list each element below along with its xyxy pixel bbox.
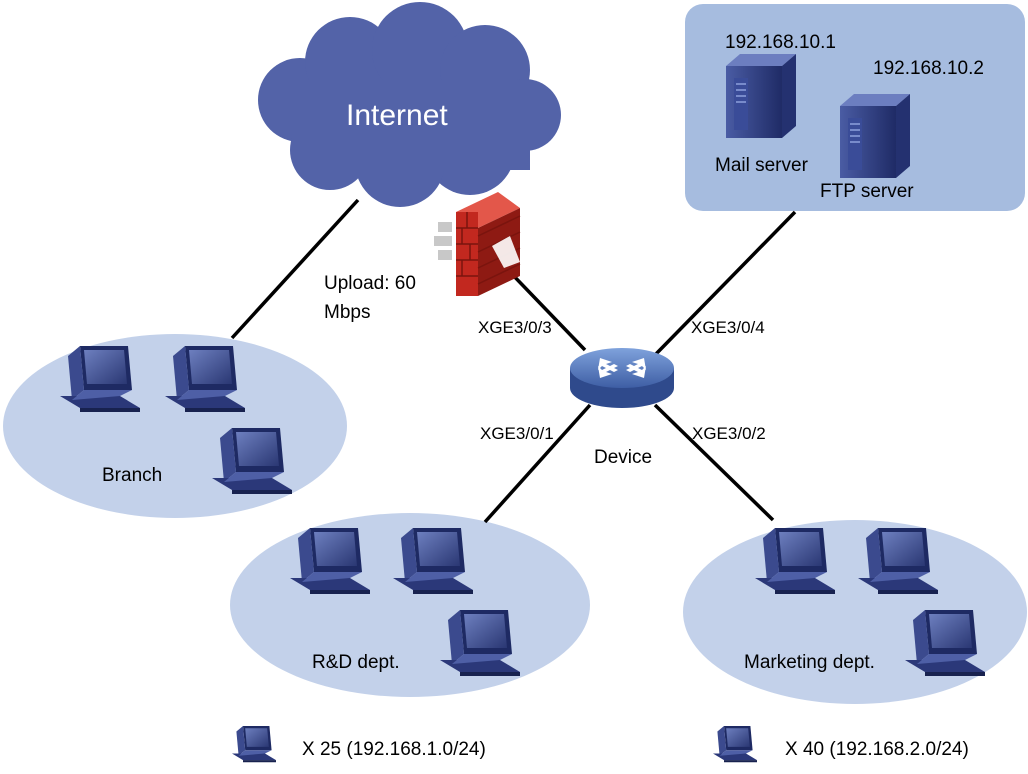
branch-label: Branch — [102, 465, 162, 486]
ftp-server-icon — [839, 93, 911, 179]
port-xge3-0-3: XGE3/0/3 — [478, 318, 552, 337]
marketing-pc-2-icon — [858, 528, 938, 594]
port-xge3-0-1: XGE3/0/1 — [480, 424, 554, 443]
branch-pc-1-icon — [60, 346, 140, 412]
ftp-server-label: FTP server — [820, 181, 914, 202]
rnd-pc-3-icon — [440, 610, 520, 676]
rnd-pc-1-icon — [290, 528, 370, 594]
link-firewall-device — [506, 268, 587, 352]
link-internet-branch — [230, 198, 360, 340]
upload-label-line1: Upload: 60 — [324, 273, 416, 294]
legend-marketing-text: X 40 (192.168.2.0/24) — [785, 739, 969, 760]
port-xge3-0-2: XGE3/0/2 — [692, 424, 766, 443]
port-xge3-0-4: XGE3/0/4 — [691, 318, 765, 337]
ftp-server-ip: 192.168.10.2 — [873, 58, 984, 79]
device-icon — [570, 348, 674, 408]
mail-server-icon — [725, 53, 797, 139]
link-device-rnd — [483, 403, 592, 524]
internet-label: Internet — [346, 99, 448, 132]
marketing-zone — [683, 520, 1027, 704]
legend-marketing-pc-icon — [713, 726, 757, 763]
upload-label-line2: Mbps — [324, 302, 370, 323]
marketing-pc-3-icon — [905, 610, 985, 676]
device-label: Device — [594, 447, 652, 468]
rnd-label: R&D dept. — [312, 652, 400, 673]
marketing-label: Marketing dept. — [744, 652, 875, 673]
branch-pc-2-icon — [165, 346, 245, 412]
links — [230, 198, 797, 524]
firewall-icon — [434, 192, 521, 296]
legend-rnd-pc-icon — [232, 726, 276, 763]
internet-cloud — [258, 2, 561, 207]
mail-server-ip: 192.168.10.1 — [725, 32, 836, 53]
rnd-pc-2-icon — [393, 528, 473, 594]
mail-server-label: Mail server — [715, 155, 809, 176]
marketing-pc-1-icon — [755, 528, 835, 594]
link-device-marketing — [653, 403, 775, 522]
branch-pc-3-icon — [212, 428, 292, 494]
legend-rnd-text: X 25 (192.168.1.0/24) — [302, 739, 486, 760]
link-device-servers — [653, 210, 797, 357]
